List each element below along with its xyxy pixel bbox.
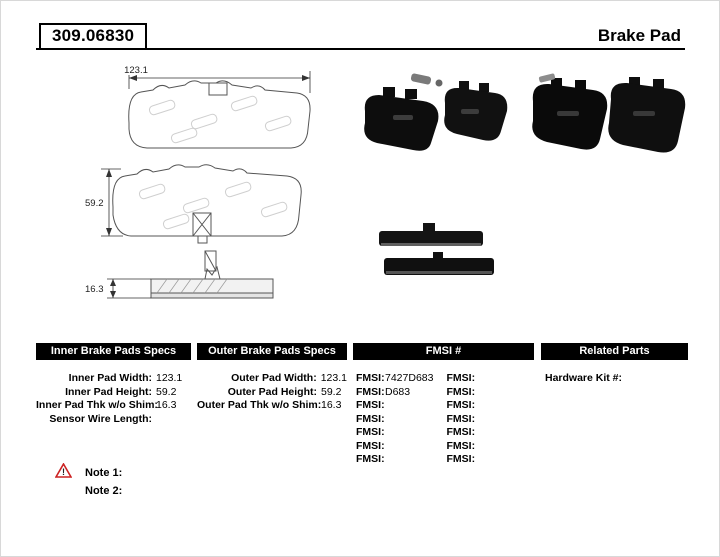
pad-photo-silhouettes xyxy=(364,73,686,275)
retaining-clip-drawing xyxy=(204,250,221,280)
dim-arrow-left xyxy=(129,75,137,81)
inner-specs-section: Inner Brake Pads Specs Inner Pad Width: … xyxy=(36,343,191,426)
fmsi-label: FMSI: xyxy=(446,412,476,425)
fmsi-row: FMSI: xyxy=(444,453,535,467)
spec-label: Inner Pad Thk w/o Shim: xyxy=(36,399,158,411)
spec-value: 16.3 xyxy=(156,399,177,411)
height-dimension xyxy=(101,168,123,237)
fmsi-value: D683 xyxy=(385,385,411,398)
spec-row: Outer Pad Width: 123.1 xyxy=(197,372,347,386)
fmsi-label: FMSI: xyxy=(356,412,385,425)
outer-specs-header: Outer Brake Pads Specs xyxy=(197,343,347,360)
page-title: Brake Pad xyxy=(597,26,681,45)
fmsi-label: FMSI: xyxy=(446,426,476,438)
spec-label: Inner Pad Height: xyxy=(65,385,152,398)
width-dimension xyxy=(128,71,311,93)
spec-label: Outer Pad Thk w/o Shim: xyxy=(197,399,322,411)
spec-row: Inner Pad Thk w/o Shim: 16.3 xyxy=(36,399,191,413)
related-label: Hardware Kit #: xyxy=(545,372,623,384)
related-parts-section: Related Parts Hardware Kit #: xyxy=(541,343,688,386)
fmsi-label: FMSI: xyxy=(356,453,385,465)
fmsi-row: FMSI: xyxy=(444,399,535,413)
fmsi-value: 7427D683 xyxy=(385,372,434,384)
fmsi-label: FMSI: xyxy=(356,385,385,398)
pad-photo-cluster xyxy=(364,73,686,153)
spec-row: Inner Pad Width: 123.1 xyxy=(36,372,191,386)
spec-row: Inner Pad Height: 59.2 xyxy=(36,386,191,400)
pad-plan-drawing xyxy=(128,80,311,149)
header-divider xyxy=(36,48,685,50)
technical-drawing: 123.1 xyxy=(85,65,311,299)
spec-label: Outer Pad Height: xyxy=(227,385,317,398)
related-row: Hardware Kit #: xyxy=(541,372,688,386)
fmsi-row: FMSI: xyxy=(444,426,535,440)
fmsi-header: FMSI # xyxy=(353,343,534,360)
svg-text:!: ! xyxy=(62,467,65,477)
fmsi-label: FMSI: xyxy=(446,453,476,465)
outer-specs-section: Outer Brake Pads Specs Outer Pad Width: … xyxy=(197,343,347,413)
spec-value: 59.2 xyxy=(156,385,177,398)
fmsi-row: FMSI: xyxy=(353,453,444,467)
fmsi-left-column: FMSI: 7427D683 FMSI: D683 FMSI: FMSI: FM… xyxy=(353,372,444,467)
fmsi-label: FMSI: xyxy=(446,439,476,452)
dim-label-bg xyxy=(122,65,150,75)
notes: ! Note 1: Note 2: xyxy=(54,462,123,500)
spec-row: Sensor Wire Length: xyxy=(36,413,191,427)
fmsi-row: FMSI: xyxy=(444,440,535,454)
watermark-texture xyxy=(138,95,292,230)
fmsi-row: FMSI: xyxy=(444,413,535,427)
note-row: Note 2: xyxy=(55,482,122,500)
fmsi-row: FMSI: xyxy=(353,399,444,413)
spec-row: Outer Pad Height: 59.2 xyxy=(197,386,347,400)
spec-value: 59.2 xyxy=(321,385,342,398)
warning-icon: ! xyxy=(54,462,73,483)
dimension-width-label: 123.1 xyxy=(124,65,148,76)
fmsi-row: FMSI: xyxy=(353,426,444,440)
fmsi-right-column: FMSI: FMSI: FMSI: FMSI: FMSI: xyxy=(444,372,535,467)
dim-arrow-down xyxy=(106,228,112,236)
fmsi-label: FMSI: xyxy=(356,399,385,411)
fmsi-label: FMSI: xyxy=(356,372,385,384)
spec-value: 123.1 xyxy=(156,372,183,384)
spec-row: Outer Pad Thk w/o Shim: 16.3 xyxy=(197,399,347,413)
part-number: 309.06830 xyxy=(39,23,148,50)
spec-label: Sensor Wire Length: xyxy=(49,412,152,425)
note-label: Note 1: xyxy=(85,467,123,479)
dim-arrow-up xyxy=(106,169,112,177)
pad-edge-drawing xyxy=(150,278,274,299)
fmsi-label: FMSI: xyxy=(356,439,385,452)
related-parts-header: Related Parts xyxy=(541,343,688,360)
pad-face-drawing xyxy=(112,164,302,244)
spec-label: Outer Pad Width: xyxy=(231,372,317,384)
fmsi-row: FMSI: xyxy=(444,372,535,386)
inner-specs-header: Inner Brake Pads Specs xyxy=(36,343,191,360)
fmsi-label: FMSI: xyxy=(446,399,476,411)
fmsi-label: FMSI: xyxy=(356,426,385,438)
fmsi-row: FMSI: 7427D683 xyxy=(353,372,444,386)
dim-arrow-thk-up xyxy=(110,279,116,286)
dim-arrow-right xyxy=(302,75,310,81)
note-row: ! Note 1: xyxy=(54,462,123,483)
spec-value: 16.3 xyxy=(321,399,342,411)
pad-side-photos xyxy=(379,223,494,275)
fmsi-row: FMSI: xyxy=(353,413,444,427)
fmsi-label: FMSI: xyxy=(446,372,476,384)
fmsi-row: FMSI: D683 xyxy=(353,386,444,400)
spec-label: Inner Pad Width: xyxy=(68,372,152,384)
fmsi-row: FMSI: xyxy=(353,440,444,454)
dimension-height-label: 59.2 xyxy=(85,198,104,209)
fmsi-row: FMSI: xyxy=(444,386,535,400)
dim-arrow-thk-down xyxy=(110,291,116,298)
note-label: Note 2: xyxy=(85,485,123,497)
dimension-thickness-label: 16.3 xyxy=(85,284,104,295)
spec-value: 123.1 xyxy=(320,372,347,384)
fmsi-section: FMSI # FMSI: 7427D683 FMSI: D683 FMSI: F… xyxy=(353,343,534,467)
fmsi-label: FMSI: xyxy=(446,385,476,398)
